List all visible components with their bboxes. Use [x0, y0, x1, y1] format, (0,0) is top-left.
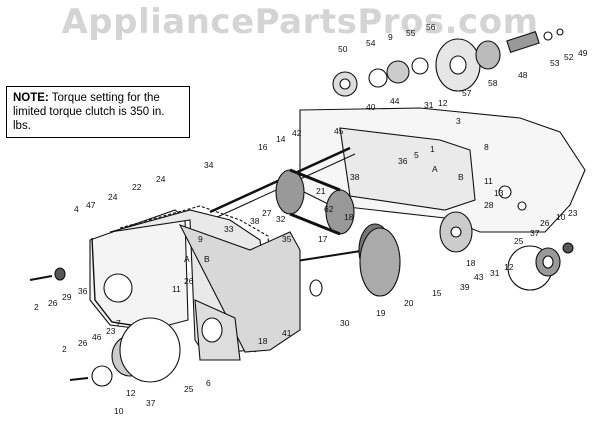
callout-58: 58 [488, 78, 498, 88]
callout-18b: 18 [466, 258, 476, 268]
callout-23b: 23 [106, 326, 116, 336]
callout-32: 32 [276, 214, 286, 224]
callout-33: 33 [224, 224, 234, 234]
callout-16: 16 [258, 142, 268, 152]
callout-30: 30 [340, 318, 350, 328]
callout-25a: 25 [514, 236, 524, 246]
callout-49: 49 [578, 48, 588, 58]
callout-9b: 9 [198, 234, 203, 244]
callout-46: 46 [92, 332, 102, 342]
callout-15: 15 [432, 288, 442, 298]
callout-37b: 37 [146, 398, 156, 408]
callout-10a: 10 [556, 212, 566, 222]
callout-1: 1 [430, 144, 435, 154]
callout-56: 56 [426, 22, 436, 32]
callout-10b: 10 [114, 406, 124, 416]
callout-22: 22 [132, 182, 142, 192]
callout-13: 13 [494, 188, 504, 198]
callout-11: 11 [484, 176, 493, 186]
callout-11b: 11 [172, 284, 181, 294]
callout-26d: 26 [78, 338, 88, 348]
callout-36b: 36 [78, 286, 88, 296]
callout-50: 50 [338, 44, 348, 54]
callout-34: 34 [204, 160, 214, 170]
callout-20: 20 [404, 298, 414, 308]
callout-26c: 26 [184, 276, 194, 286]
callout-57: 57 [462, 88, 472, 98]
callout-25b: 25 [184, 384, 194, 394]
callout-2a: 2 [34, 302, 39, 312]
callout-38b: 38 [250, 216, 260, 226]
pulley-stack [332, 28, 564, 97]
callout-2b: 2 [62, 344, 67, 354]
callout-4: 4 [74, 204, 79, 214]
lower-chain [358, 211, 473, 297]
callout-36a: 36 [398, 156, 408, 166]
callout-28: 28 [484, 200, 494, 210]
callout-12a: 12 [438, 98, 448, 108]
callout-12b: 12 [504, 262, 514, 272]
callout-18a: 18 [344, 212, 354, 222]
callout-40: 40 [366, 102, 376, 112]
callout-B1: B [458, 172, 464, 182]
callout-54: 54 [366, 38, 376, 48]
callout-41: 41 [282, 328, 292, 338]
callout-47: 47 [86, 200, 96, 210]
callout-38: 38 [350, 172, 360, 182]
callout-52: 52 [564, 52, 574, 62]
callout-26b: 26 [48, 298, 58, 308]
right-hub [507, 242, 574, 291]
callout-5: 5 [414, 150, 419, 160]
callout-27: 27 [262, 208, 272, 218]
callout-24b: 24 [156, 174, 166, 184]
callout-9: 9 [388, 32, 393, 42]
note-prefix: NOTE: [13, 92, 49, 104]
callout-44: 44 [390, 96, 400, 106]
upper-chain [275, 168, 355, 236]
callout-53: 53 [550, 58, 560, 68]
callout-17: 17 [318, 234, 328, 244]
callout-23a: 23 [568, 208, 578, 218]
callout-37a: 37 [530, 228, 540, 238]
callout-3: 3 [456, 116, 461, 126]
callout-43: 43 [474, 272, 484, 282]
callout-62: 62 [324, 204, 334, 214]
callout-55: 55 [406, 28, 416, 38]
callout-29: 29 [62, 292, 72, 302]
callout-31b: 31 [490, 268, 500, 278]
callout-48: 48 [518, 70, 528, 80]
callout-26a: 26 [540, 218, 550, 228]
callout-45: 45 [334, 126, 344, 136]
callout-21: 21 [316, 186, 326, 196]
watermark-text: AppliancePartsPros.com [61, 2, 539, 42]
torque-note: NOTE: Torque setting for the limited tor… [6, 86, 190, 138]
callout-18c: 18 [258, 336, 268, 346]
callout-35: 35 [282, 234, 292, 244]
callout-14: 14 [276, 134, 286, 144]
callout-12c: 12 [126, 388, 136, 398]
callout-8: 8 [484, 142, 489, 152]
left-hub [91, 317, 181, 387]
callout-39: 39 [460, 282, 470, 292]
callout-A2: A [184, 254, 190, 264]
note-text: Torque setting for the limited torque cl… [13, 92, 165, 132]
callout-6: 6 [206, 378, 211, 388]
callout-24a: 24 [108, 192, 118, 202]
callout-42: 42 [292, 128, 302, 138]
callout-19: 19 [376, 308, 386, 318]
callout-31a: 31 [424, 100, 434, 110]
callout-A1: A [432, 164, 438, 174]
callout-7: 7 [116, 318, 121, 328]
callout-B2: B [204, 254, 210, 264]
